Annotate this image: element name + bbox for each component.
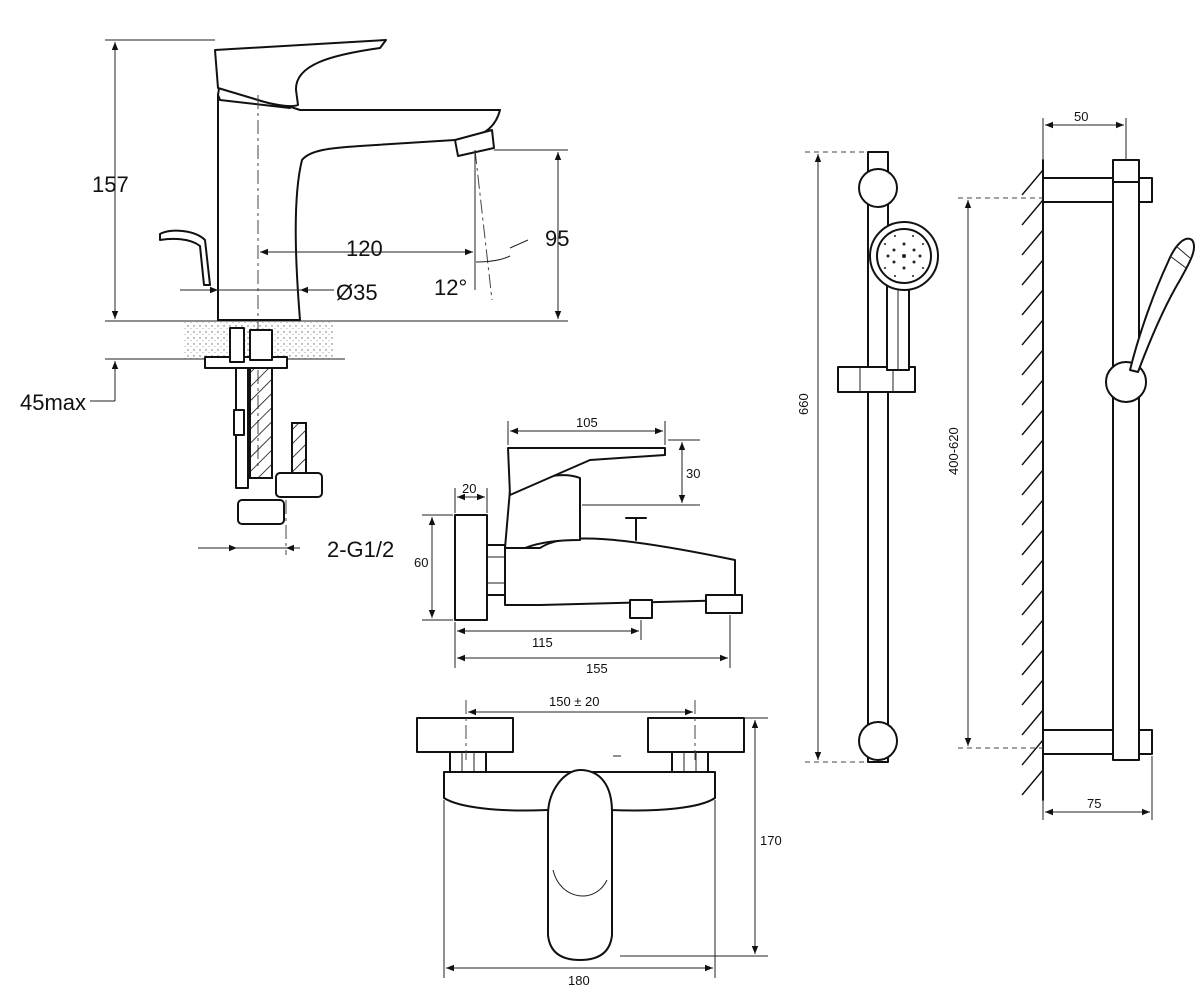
- dim-flange-thickness: 20: [462, 481, 476, 496]
- bath-mixer-side-drawing: 105 30 20 60 115 155: [414, 415, 743, 676]
- dim-spout-angle: 12°: [434, 275, 467, 300]
- dim-rail-length: 660: [796, 393, 811, 415]
- dim-front-width: 180: [568, 973, 590, 988]
- dim-mount-distance: 400-620: [946, 427, 961, 475]
- dim-spout-height: 95: [545, 226, 569, 251]
- basin-mixer-drawing: 157 120 Ø35 95 12° 45max 2-G1/2: [20, 39, 569, 562]
- dim-max-thickness: 45max: [20, 390, 86, 415]
- bath-mixer-front-drawing: 150 ± 20 170 180: [416, 694, 782, 988]
- shower-rail-side-drawing: 50 400-620 75: [946, 109, 1196, 820]
- shower-rail-front-drawing: 660: [796, 151, 939, 763]
- dim-outlet-distance: 115: [532, 635, 553, 650]
- dim-front-height: 170: [760, 833, 782, 848]
- dim-body-height: 60: [414, 555, 428, 570]
- hand-shower-icon: [1129, 237, 1196, 373]
- dim-lever-length: 105: [576, 415, 598, 430]
- dim-centers: 150 ± 20: [549, 694, 600, 709]
- dim-basin-height: 157: [92, 172, 129, 197]
- dim-bottom-projection: 75: [1087, 796, 1101, 811]
- bath-mixer-lever: [547, 769, 613, 961]
- dim-base-diameter: Ø35: [336, 280, 378, 305]
- dim-spout-reach: 120: [346, 236, 383, 261]
- dim-connections: 2-G1/2: [327, 537, 394, 562]
- dim-lever-height: 30: [686, 466, 700, 481]
- dim-top-projection: 50: [1074, 109, 1088, 124]
- dim-overall-depth: 155: [586, 661, 608, 676]
- basin-mixer-handle: [214, 39, 387, 108]
